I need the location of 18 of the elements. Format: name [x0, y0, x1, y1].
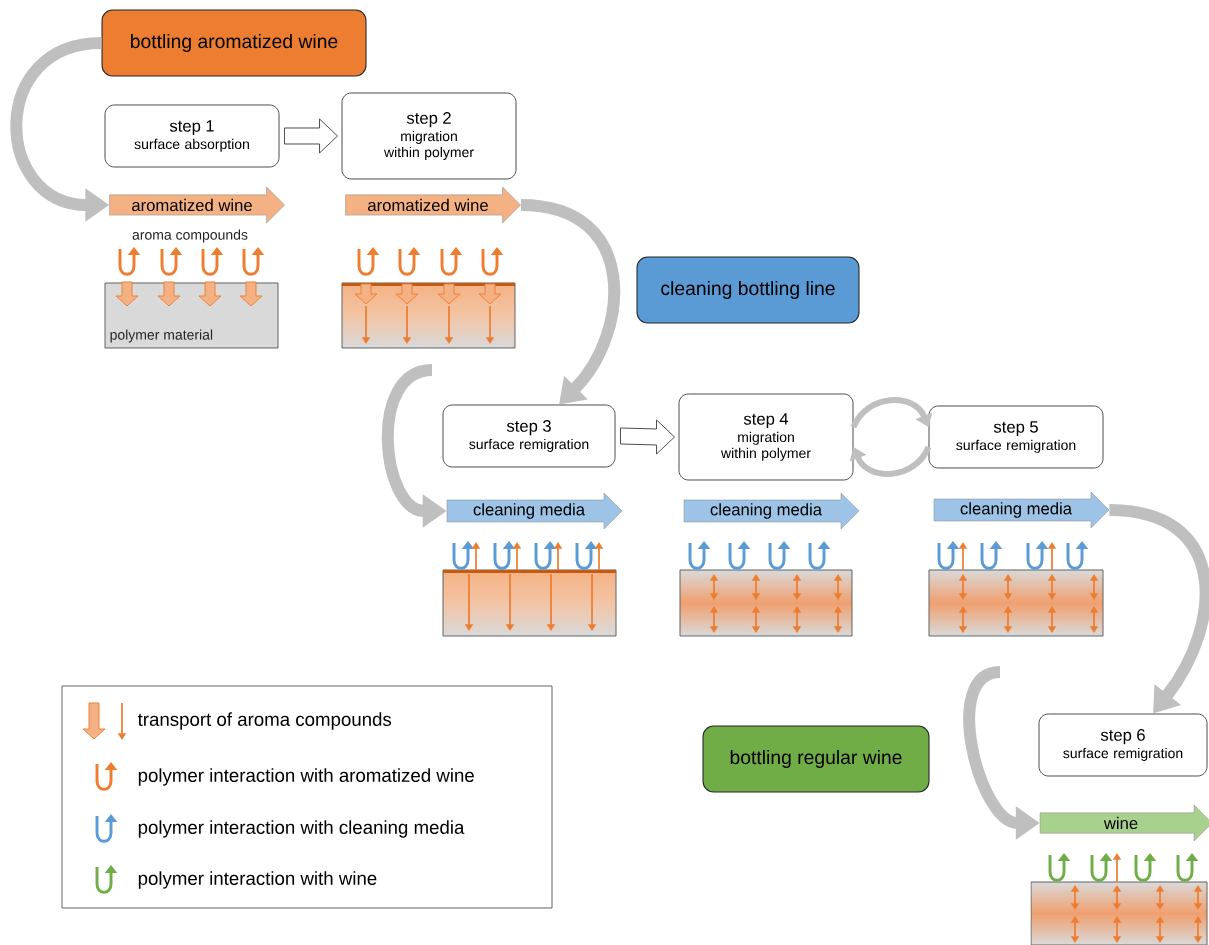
- cycle-arrow: [850, 397, 933, 429]
- stage-box: bottling aromatized wine: [101, 9, 367, 77]
- step-box: step 1 surface absorption: [104, 104, 280, 168]
- block-arrow: [284, 118, 338, 154]
- legend-label: polymer interaction with wine: [138, 871, 377, 889]
- step-box: step 4 migration within polymer: [678, 393, 854, 481]
- step-box: step 2 migration within polymer: [341, 92, 517, 180]
- stage-box: cleaning bottling line: [636, 256, 860, 324]
- step-box: step 3 surface remigration: [442, 404, 616, 468]
- legend-label: polymer interaction with aromatized wine: [138, 768, 474, 786]
- cycle-arrow: [849, 445, 932, 477]
- legend-label: transport of aroma compounds: [137, 712, 392, 730]
- step-box: step 5 surface remigration: [928, 405, 1104, 469]
- annotation-text: polymer material: [110, 329, 213, 343]
- step-box: step 6 surface remigration: [1038, 713, 1208, 777]
- stage-box: bottling regular wine: [702, 725, 930, 793]
- block-arrow: [620, 419, 675, 455]
- legend-label: polymer interaction with cleaning media: [138, 820, 465, 838]
